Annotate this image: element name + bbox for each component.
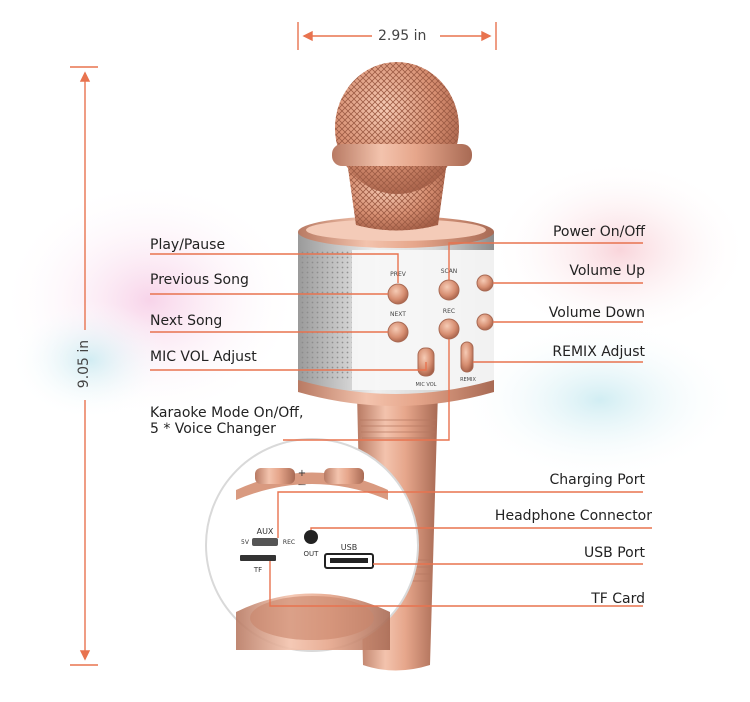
label-mic-vol-adjust: MIC VOL Adjust <box>150 349 257 365</box>
label-volume-down: Volume Down <box>548 305 645 321</box>
label-play-pause: Play/Pause <box>150 237 226 253</box>
out-text: OUT <box>304 550 320 558</box>
background-cloud-right-blue <box>460 320 740 480</box>
remix-slider[interactable] <box>460 341 474 373</box>
mic-vol-text: MIC VOL <box>416 382 437 388</box>
tf-text: TF <box>253 566 262 574</box>
microphone-head <box>332 62 472 231</box>
previous-song-button[interactable] <box>387 283 409 305</box>
leader-lines <box>150 242 652 607</box>
label-remix-adjust: REMIX Adjust <box>552 344 645 360</box>
record-button[interactable] <box>438 318 460 340</box>
width-dimension <box>297 22 497 50</box>
background-cloud-left-blue <box>10 300 170 420</box>
label-headphone-connector: Headphone Connector <box>494 508 652 524</box>
usb-text: USB <box>341 543 357 552</box>
aux-text: AUX <box>257 527 274 536</box>
label-voice-changer: 5 * Voice Changer <box>150 421 276 437</box>
volume-down-button[interactable] <box>476 313 494 331</box>
control-buttons: PREV NEXT SCAN REC MIC VOL REMIX <box>387 268 494 388</box>
height-label: 9.05 in <box>76 339 92 389</box>
next-text: NEXT <box>390 311 406 318</box>
rec-text: REC <box>443 308 455 315</box>
background-cloud-right-pink <box>490 160 750 340</box>
label-next-song: Next Song <box>150 313 223 329</box>
karaoke-mode-button[interactable] <box>438 279 460 301</box>
label-volume-up: Volume Up <box>569 263 645 279</box>
label-previous-song: Previous Song <box>150 272 249 288</box>
bottom-inset: + — AUX 5V REC TF OUT USB <box>205 438 419 652</box>
label-karaoke-mode: Karaoke Mode On/Off, <box>150 405 304 421</box>
rec-small-text: REC <box>283 539 295 546</box>
plus-text: + <box>298 468 306 479</box>
5v-text: 5V <box>241 539 250 546</box>
remix-text: REMIX <box>460 377 476 383</box>
label-power: Power On/Off <box>552 224 645 240</box>
volume-up-button[interactable] <box>476 274 494 292</box>
minus-text: — <box>298 480 306 489</box>
label-tf-card: TF Card <box>591 591 645 607</box>
width-label: 2.95 in <box>378 28 427 44</box>
label-charging-port: Charging Port <box>549 472 645 488</box>
charging-port <box>252 538 278 546</box>
label-usb-port: USB Port <box>584 545 645 561</box>
tf-card-slot <box>240 555 276 561</box>
next-song-button[interactable] <box>387 321 409 343</box>
height-dimension <box>70 66 98 666</box>
headphone-jack <box>304 530 318 544</box>
